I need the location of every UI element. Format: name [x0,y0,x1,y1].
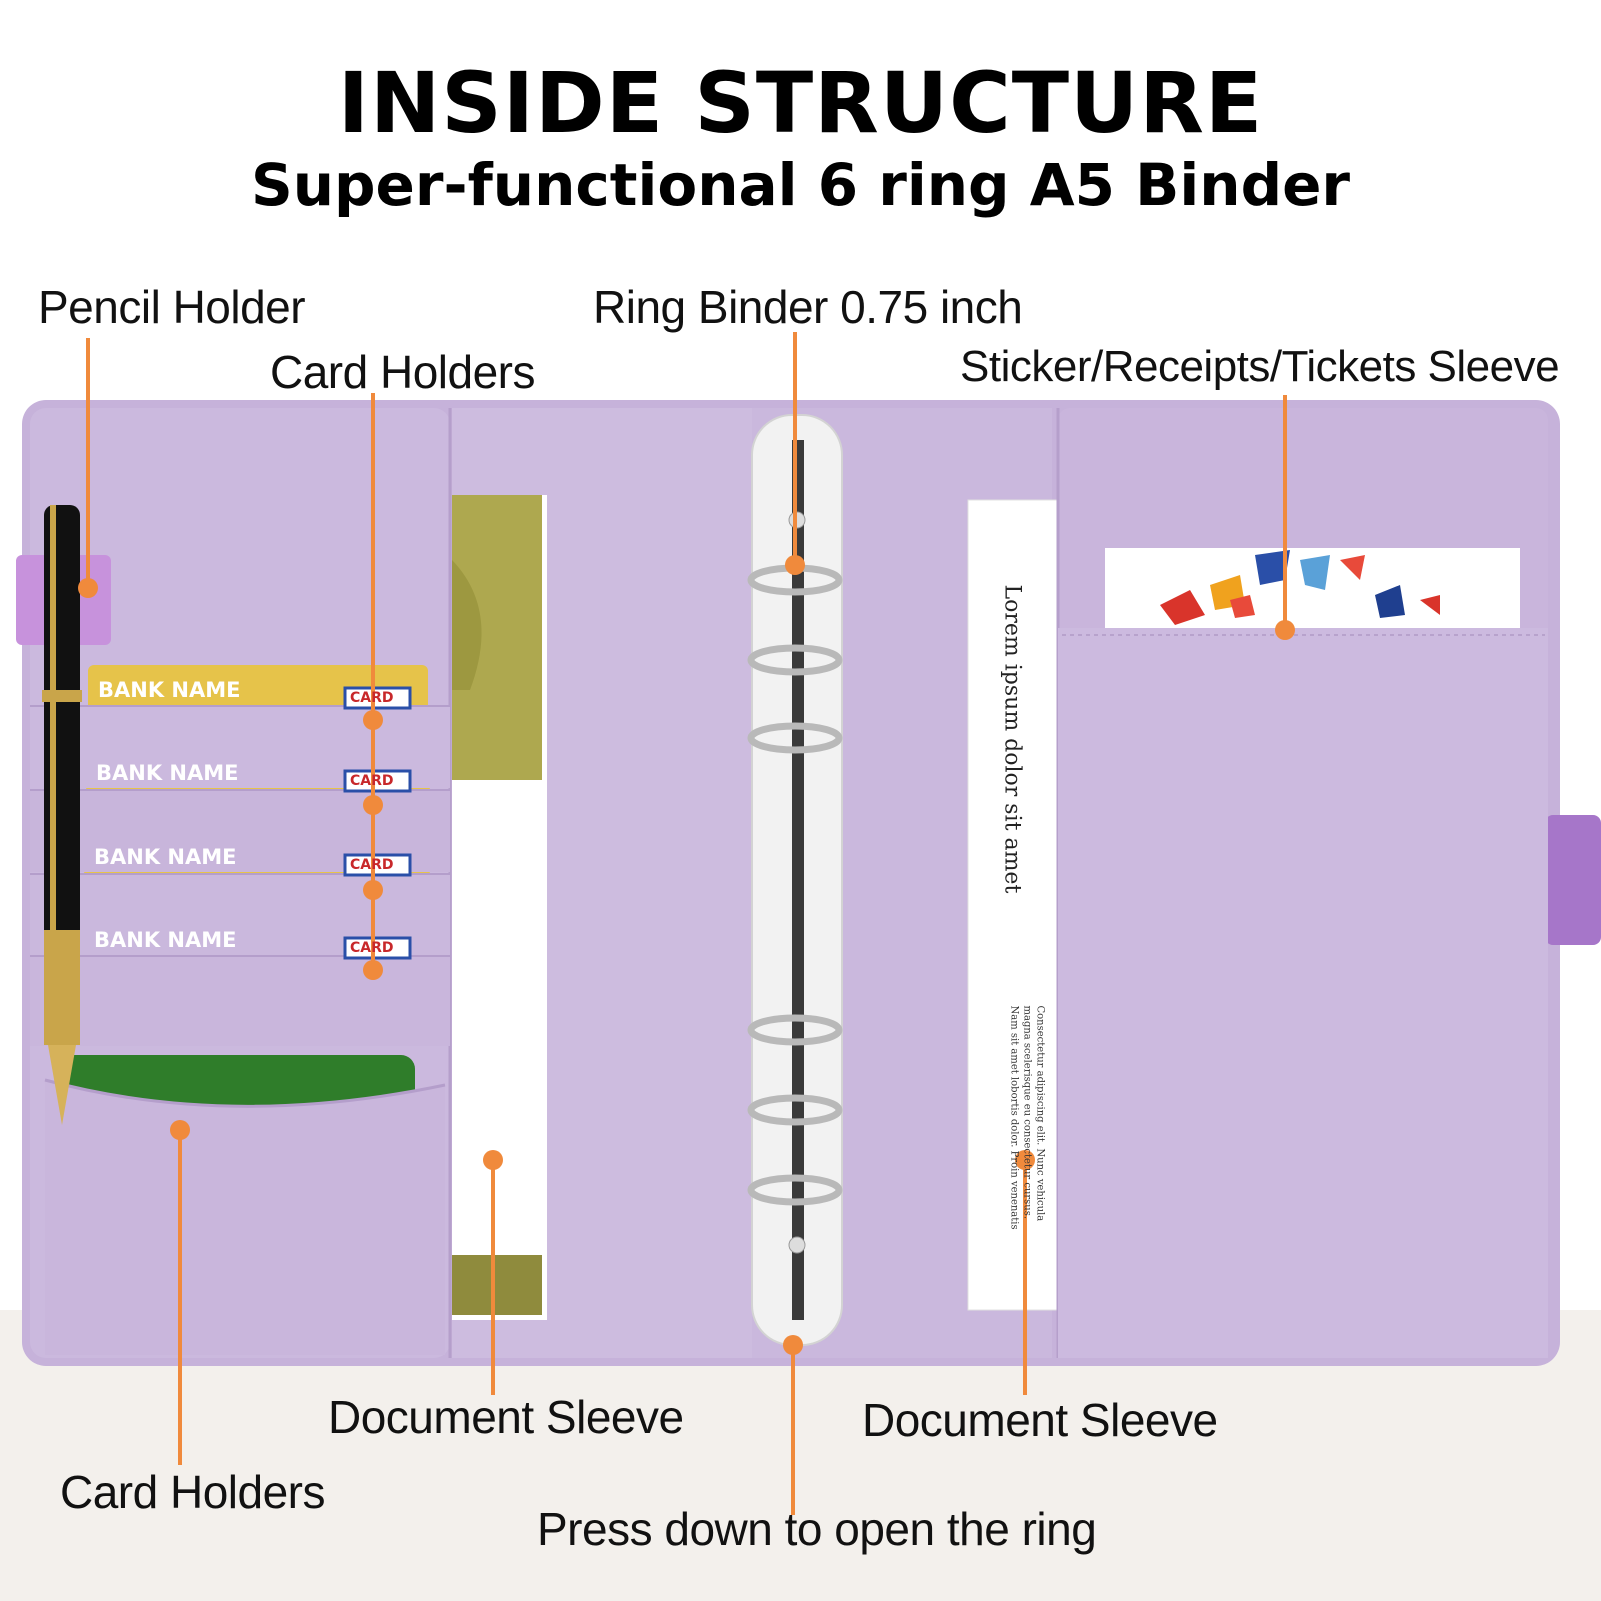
callout-card-holders-top: Card Holders [270,346,536,398]
document-heading: Lorem ipsum dolor sit amet [999,584,1025,894]
right-document-paper [967,499,1059,1311]
callout-lines [86,332,1287,1515]
document-body-line-3: Nam sit amet lobortis dolor. Proin venen… [1008,1005,1020,1230]
callout-sticker-sleeve: Sticker/Receipts/Tickets Sleeve [960,342,1560,391]
binder-strap [1545,815,1601,945]
callout-card-holders-bottom: Card Holders [60,1466,326,1518]
card-3-tag: CARD [350,857,394,873]
card-2-tag: CARD [350,773,394,789]
sticker-pocket [1058,628,1548,1358]
card-4-tag: CARD [350,940,394,956]
page-title: INSIDE STRUCTURE [337,54,1264,152]
callout-ring-binder: Ring Binder 0.75 inch [593,281,1023,333]
page-subtitle: Super-functional 6 ring A5 Binder [250,151,1351,219]
callout-press-down: Press down to open the ring [537,1503,1097,1555]
callout-dots [78,555,1295,1355]
card-1-tag: CARD [350,690,394,706]
document-body-line-1: Consectetur adipiscing elit. Nunc vehicu… [1034,1005,1046,1222]
sticker-pattern [1160,550,1440,625]
card-3-bank-name: BANK NAME [94,845,237,869]
card-4-bank-name: BANK NAME [94,928,237,952]
card-2-bank-name: BANK NAME [96,761,239,785]
callout-document-sleeve-left: Document Sleeve [328,1391,684,1443]
card-1-bank-name: BANK NAME [98,678,241,702]
olive-curve [452,560,482,690]
lower-pocket [45,1080,445,1355]
fountain-pen [42,505,82,1125]
olive-sleeve-bottom [452,1255,542,1315]
card-stack [30,665,450,1046]
callout-pencil-holder: Pencil Holder [38,281,306,333]
document-body-line-2: magna scelerisque eu consectetur cursus. [1021,1005,1033,1220]
callout-document-sleeve-right: Document Sleeve [862,1394,1218,1446]
